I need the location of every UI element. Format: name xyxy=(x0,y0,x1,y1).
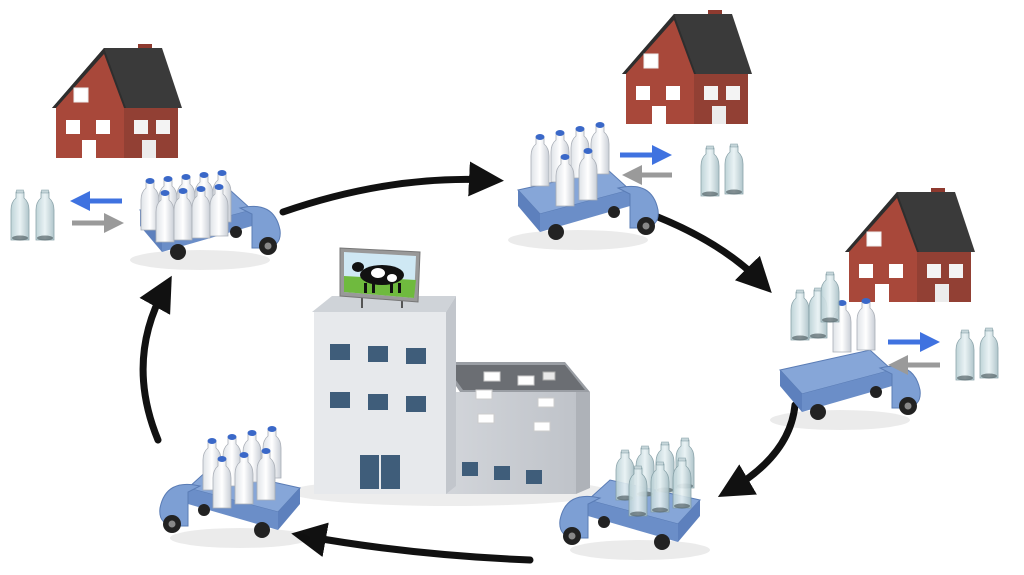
stop-house-top-right xyxy=(507,9,753,251)
house-icon xyxy=(844,187,976,303)
house-icon xyxy=(621,9,753,125)
empty-bottles xyxy=(955,327,999,381)
cycle-arrow-left xyxy=(139,275,172,444)
house-icon xyxy=(51,43,183,159)
exchange-arrows xyxy=(70,191,124,233)
stop-house-top-left xyxy=(10,43,281,271)
cow-billboard xyxy=(339,247,421,308)
exchange-arrows xyxy=(620,145,672,185)
delivery-truck xyxy=(769,349,921,431)
empty-bottles xyxy=(10,189,55,241)
cycle-arrow-bottom xyxy=(291,522,534,564)
stop-truck-bottom-left xyxy=(159,425,311,549)
full-bottles-crate xyxy=(202,425,282,509)
cycle-arrow-top xyxy=(279,161,504,216)
empty-bottles xyxy=(700,143,744,197)
cycle-arrow-top-right xyxy=(641,208,772,294)
cow-icon xyxy=(352,262,404,293)
dairy-factory xyxy=(290,247,610,506)
stop-house-right xyxy=(769,187,999,431)
exchange-arrows xyxy=(888,332,940,375)
